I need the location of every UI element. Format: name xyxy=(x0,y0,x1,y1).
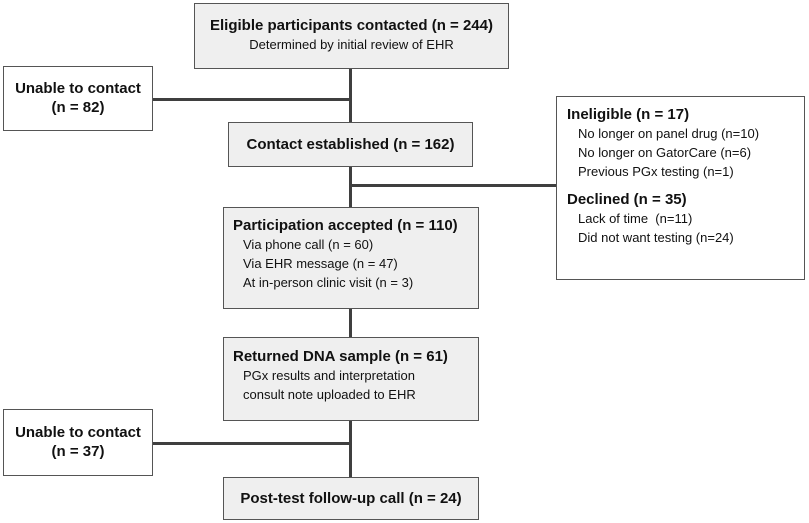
ineligible-title: Ineligible (n = 17) xyxy=(567,106,690,123)
ineligible-item: Previous PGx testing (n=1) xyxy=(578,164,734,179)
ineligible-item: No longer on panel drug (n=10) xyxy=(578,126,760,141)
ineligible-item: No longer on GatorCare (n=6) xyxy=(578,145,752,160)
acceptance-channel-item: Via phone call (n = 60) xyxy=(243,237,374,252)
unable-to-contact-count-2: (n = 37) xyxy=(51,443,105,460)
returned-dna-sample-box: Returned DNA sample (n = 61) PGx results… xyxy=(223,337,479,421)
follow-up-call-title: Post-test follow-up call (n = 24) xyxy=(240,490,462,507)
returned-dna-sample-title: Returned DNA sample (n = 61) xyxy=(233,348,448,365)
eligible-participants-title: Eligible participants contacted (n = 244… xyxy=(210,17,493,34)
unable-to-contact-label-1: Unable to contact xyxy=(15,80,141,97)
acceptance-channel-item: Via EHR message (n = 47) xyxy=(243,256,398,271)
follow-up-call-box: Post-test follow-up call (n = 24) xyxy=(223,477,479,520)
unable-to-contact-count-1: (n = 82) xyxy=(51,99,105,116)
exclusions-box: Ineligible (n = 17) No longer on panel d… xyxy=(556,96,805,280)
contact-established-box: Contact established (n = 162) xyxy=(228,122,473,167)
declined-item: Lack of time (n=11) xyxy=(578,211,693,226)
eligible-participants-box: Eligible participants contacted (n = 244… xyxy=(194,3,509,69)
connector-accepted-dna xyxy=(349,309,352,337)
unable-to-contact-label-2: Unable to contact xyxy=(15,424,141,441)
eligible-participants-note: Determined by initial review of EHR xyxy=(249,37,454,52)
connector-main-top xyxy=(349,69,352,122)
dna-sample-note: consult note uploaded to EHR xyxy=(243,387,416,402)
connector-unable2 xyxy=(152,442,351,445)
acceptance-channel-item: At in-person clinic visit (n = 3) xyxy=(243,275,414,290)
connector-dna-followup xyxy=(349,421,352,477)
connector-exclusions xyxy=(349,184,557,187)
participation-accepted-title: Participation accepted (n = 110) xyxy=(233,217,458,234)
connector-unable1 xyxy=(152,98,351,101)
connector-contact-accepted xyxy=(349,167,352,207)
declined-item: Did not want testing (n=24) xyxy=(578,230,734,245)
contact-established-title: Contact established (n = 162) xyxy=(246,136,455,153)
declined-title: Declined (n = 35) xyxy=(567,191,687,208)
unable-to-contact-box-1: Unable to contact (n = 82) xyxy=(3,66,153,131)
participation-accepted-box: Participation accepted (n = 110) Via pho… xyxy=(223,207,479,309)
dna-sample-note: PGx results and interpretation xyxy=(243,368,415,383)
unable-to-contact-box-2: Unable to contact (n = 37) xyxy=(3,409,153,476)
